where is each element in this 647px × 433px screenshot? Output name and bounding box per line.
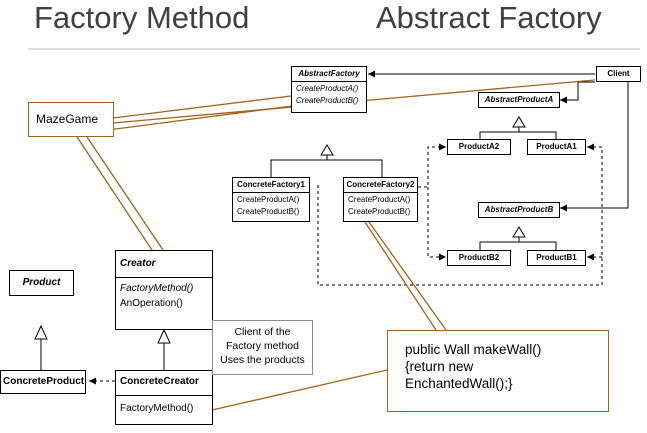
product-a2-class: ProductA2: [447, 139, 511, 155]
factory2-creates-a2: [418, 143, 446, 188]
product-a1-class: ProductA1: [527, 139, 586, 155]
concrete-factory1-class: ConcreteFactory1 CreateProductA() Create…: [232, 177, 310, 222]
code-callout-to-factory2-2: [368, 221, 447, 331]
concrete-factory2-class: ConcreteFactory2 CreateProductA() Create…: [343, 177, 418, 222]
class-name: ProductB2: [458, 253, 500, 262]
callout-text: MazeGame: [36, 112, 99, 126]
class-name: AbstractFactory: [292, 67, 366, 82]
abstract-product-a-class: AbstractProductA: [478, 92, 560, 108]
factory-method-title: Factory Method: [34, 0, 250, 35]
operation: CreateProductA(): [348, 195, 411, 204]
client-note: Client of the Factory method Uses the pr…: [212, 320, 313, 375]
concrete-product-class: ConcreteProduct: [0, 370, 86, 394]
factory-inheritance-branch: [270, 159, 383, 177]
abstract-factory-class: AbstractFactory CreateProductA() CreateP…: [291, 66, 367, 113]
class-name: AbstractProductA: [484, 95, 554, 104]
product-b-inheritance-triangle: [512, 226, 526, 238]
operation: FactoryMethod(): [120, 283, 194, 294]
class-name: ConcreteProduct: [3, 376, 85, 387]
factory2-creates-b2: [427, 187, 446, 261]
class-name: ConcreteCreator: [116, 371, 212, 396]
class-name: ProductA2: [458, 142, 500, 151]
maze-callout-to-factory-2: [99, 105, 293, 132]
code-callout-to-creator: [211, 369, 388, 411]
factory1-creates-a1: [317, 143, 603, 286]
client-to-product-b: [560, 82, 629, 212]
product-b2-class: ProductB2: [447, 250, 511, 266]
abstract-product-b-class: AbstractProductB: [478, 202, 560, 218]
make-wall-code-callout: public Wall makeWall() {return new Encha…: [387, 330, 609, 412]
product-a-inheritance-triangle: [512, 116, 526, 128]
class-name: Creator: [116, 251, 212, 278]
operation: CreateProductA(): [296, 84, 359, 93]
product-b-inheritance-branch: [479, 241, 557, 250]
note-line: Factory method: [226, 340, 299, 352]
class-name: ConcreteFactory1: [233, 178, 309, 193]
class-name: ProductB1: [536, 253, 577, 262]
concrete-creator-class: ConcreteCreator FactoryMethod(): [115, 370, 213, 425]
product-b1-class: ProductB1: [527, 250, 586, 266]
maze-game-callout: MazeGame: [28, 102, 114, 137]
creator-inheritance-triangle: [157, 328, 171, 344]
code-line: {return new: [405, 359, 474, 374]
class-name: ConcreteFactory2: [344, 178, 417, 193]
operation: CreateProductB(): [237, 207, 300, 216]
abstract-factory-title: Abstract Factory: [376, 0, 602, 35]
client-class: Client: [596, 66, 641, 82]
class-name: Client: [607, 69, 630, 78]
code-line: public Wall makeWall(): [405, 342, 542, 357]
operation: CreateProductB(): [296, 96, 359, 105]
operation: CreateProductB(): [348, 207, 411, 216]
class-name: Product: [22, 277, 61, 288]
operation: CreateProductA(): [237, 195, 300, 204]
maze-callout-to-creator: [76, 136, 153, 251]
product-class: Product: [9, 270, 74, 296]
class-name: AbstractProductB: [484, 205, 554, 214]
code-line: EnchantedWall();}: [405, 376, 513, 391]
maze-callout-to-creator-2: [86, 136, 164, 251]
note-line: Client of the: [234, 326, 291, 338]
product-inheritance-triangle: [34, 324, 48, 340]
note-line: Uses the products: [220, 354, 305, 366]
code-callout-to-factory2: [364, 221, 437, 331]
operation: AnOperation(): [120, 298, 183, 309]
operation: FactoryMethod(): [120, 403, 194, 414]
product-a-inheritance-branch: [479, 131, 557, 139]
class-name: ProductA1: [536, 142, 577, 151]
client-to-product-a: [560, 81, 595, 104]
factory-inheritance-triangle: [320, 144, 334, 156]
creator-class: Creator FactoryMethod() AnOperation(): [115, 250, 213, 330]
maze-callout-to-factory: [112, 95, 292, 119]
